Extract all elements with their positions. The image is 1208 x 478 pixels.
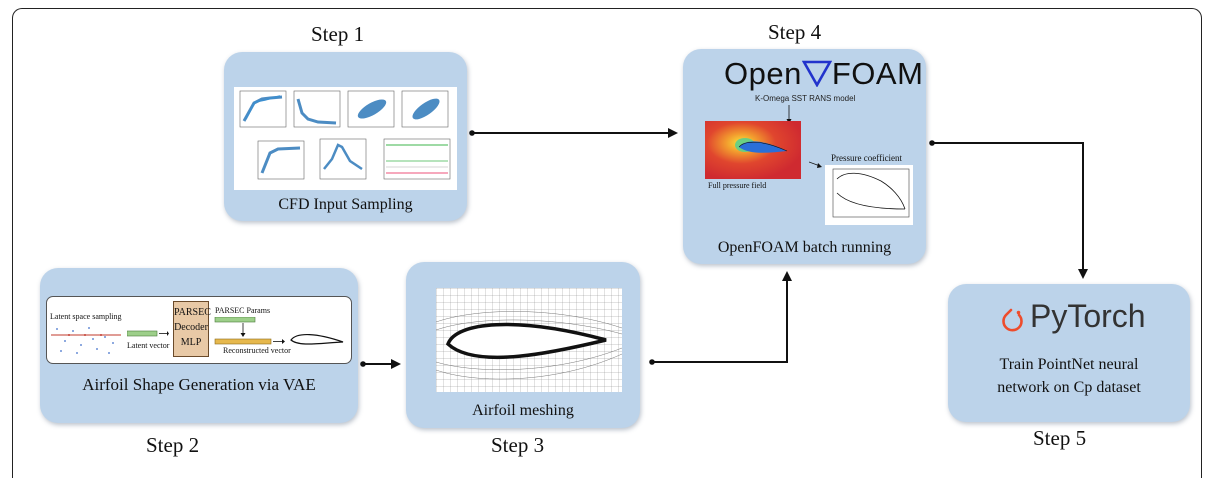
parsec-decoder-block: PARSEC Decoder MLP — [173, 301, 211, 357]
right-arrow-icon — [809, 161, 822, 168]
latent-vector-label: Latent vector — [127, 341, 170, 350]
pytorch-caption-line-1: Train PointNet neural — [999, 356, 1139, 373]
meshing-caption: Airfoil meshing — [472, 402, 574, 419]
vae-caption: Airfoil Shape Generation via VAE — [82, 375, 316, 394]
latent-space-sampling-label: Latent space sampling — [50, 312, 122, 321]
pytorch-box: PyTorch Train PointNet neural network on… — [948, 284, 1190, 422]
nabla-icon — [801, 60, 833, 88]
sampling-plots-image — [234, 87, 457, 190]
cfd-sampling-caption: CFD Input Sampling — [278, 196, 413, 213]
vae-diagram-panel: Latent space sampling Latent vector PARS… — [46, 296, 352, 364]
step-3-label: Step 3 — [491, 433, 545, 457]
meshing-box: Airfoil meshing — [406, 262, 640, 428]
pressure-field-image — [705, 121, 801, 179]
step-4-label: Step 4 — [768, 20, 822, 44]
pytorch-caption: Train PointNet neural network on Cp data… — [948, 353, 1190, 399]
arrow-step3-to-step4 — [649, 271, 792, 365]
pytorch-caption-line-2: network on Cp dataset — [997, 379, 1141, 396]
arrow-step1-to-step4 — [469, 128, 678, 138]
step-5-label: Step 5 — [1033, 426, 1087, 450]
latent-vector-bar — [127, 330, 169, 337]
reconstructed-vector-label: Reconstructed vector — [223, 346, 291, 355]
parsec-vectors — [214, 317, 285, 345]
latent-space-plot — [51, 327, 121, 354]
airfoil-mesh-image — [436, 288, 622, 392]
airfoil-shape-icon — [290, 334, 344, 345]
openfoam-logo: Open FOAM — [724, 56, 923, 92]
arrow-step4-to-step5 — [929, 140, 1088, 279]
pytorch-logo-text: PyTorch — [1030, 298, 1146, 334]
step-2-label: Step 2 — [146, 433, 200, 457]
decoder-line-2: Decoder — [174, 322, 208, 333]
pressure-coefficient-plot — [825, 165, 913, 225]
pytorch-flame-icon — [1002, 308, 1023, 332]
arrow-step2-to-step3 — [360, 359, 401, 369]
decoder-line-3: MLP — [180, 337, 202, 348]
pressure-coefficient-label: Pressure coefficient — [831, 153, 903, 163]
diagram-frame — [12, 8, 1202, 478]
parsec-params-label: PARSEC Params — [215, 306, 271, 315]
decoder-line-1: PARSEC — [174, 307, 211, 318]
vae-box: Latent space sampling Latent vector PARS… — [40, 268, 358, 423]
openfoam-logo-foam: FOAM — [831, 56, 924, 91]
pressure-field-label: Full pressure field — [708, 181, 767, 190]
step-1-label: Step 1 — [311, 22, 365, 46]
openfoam-logo-open: Open — [724, 56, 802, 91]
openfoam-caption: OpenFOAM batch running — [717, 239, 892, 256]
cfd-sampling-box: CFD Input Sampling — [224, 52, 467, 221]
model-label: K-Omega SST RANS model — [755, 94, 856, 103]
openfoam-box: Open FOAM K-Omega SST RANS model Full pre… — [683, 49, 926, 264]
